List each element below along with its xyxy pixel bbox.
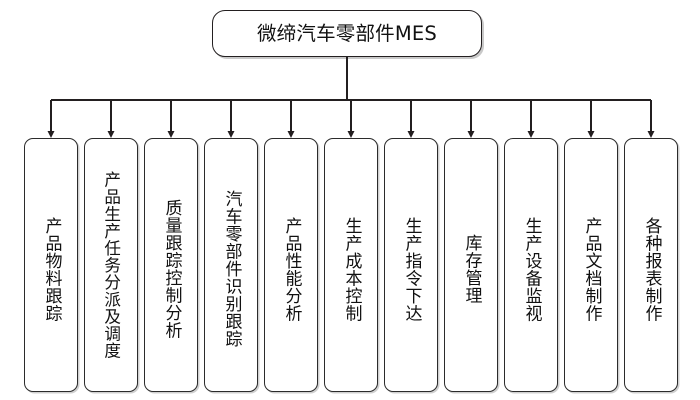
leaf-node-label: 质量跟踪控制分析: [161, 199, 182, 339]
leaf-node-product-document-creation[interactable]: 产品文档制作: [564, 138, 618, 392]
arrowhead-1: [47, 131, 55, 138]
leaf-node-label: 各种报表制作: [641, 216, 662, 322]
leaf-node-task-dispatch-scheduling[interactable]: 产品生产任务分派及调度: [84, 138, 138, 392]
leaf-node-label: 产品性能分析: [281, 216, 302, 322]
leaf-node-label: 汽车零部件识别跟踪: [221, 190, 242, 348]
arrowhead-4: [227, 131, 235, 138]
leaf-node-product-performance-analysis[interactable]: 产品性能分析: [264, 138, 318, 392]
leaf-node-label: 库存管理: [461, 234, 482, 304]
leaf-node-production-cost-control[interactable]: 生产成本控制: [324, 138, 378, 392]
leaf-node-label: 产品文档制作: [581, 216, 602, 322]
arrowhead-3: [167, 131, 175, 138]
leaf-node-material-tracking[interactable]: 产品物料跟踪: [24, 138, 78, 392]
leaf-node-label: 产品生产任务分派及调度: [101, 170, 121, 360]
arrowhead-8: [467, 131, 475, 138]
leaf-node-row: 产品物料跟踪 产品生产任务分派及调度 质量跟踪控制分析 汽车零部件识别跟踪 产品…: [0, 138, 700, 392]
arrowhead-7: [407, 131, 415, 138]
leaf-node-equipment-monitoring[interactable]: 生产设备监视: [504, 138, 558, 392]
leaf-node-report-generation[interactable]: 各种报表制作: [624, 138, 678, 392]
arrowhead-6: [347, 131, 355, 138]
leaf-node-label: 产品物料跟踪: [41, 216, 62, 322]
arrowhead-9: [527, 131, 535, 138]
root-node-label: 微缔汽车零部件MES: [256, 21, 438, 45]
leaf-node-quality-tracking-analysis[interactable]: 质量跟踪控制分析: [144, 138, 198, 392]
arrowhead-2: [107, 131, 115, 138]
arrowhead-10: [587, 131, 595, 138]
leaf-node-inventory-management[interactable]: 库存管理: [444, 138, 498, 392]
leaf-node-parts-identification-tracking[interactable]: 汽车零部件识别跟踪: [204, 138, 258, 392]
arrowhead-11: [647, 131, 655, 138]
leaf-node-label: 生产设备监视: [521, 216, 542, 322]
leaf-node-label: 生产成本控制: [341, 216, 362, 322]
leaf-node-label: 生产指令下达: [401, 216, 422, 322]
root-node-mes[interactable]: 微缔汽车零部件MES: [212, 10, 482, 57]
arrowhead-5: [287, 131, 295, 138]
leaf-node-production-order-release[interactable]: 生产指令下达: [384, 138, 438, 392]
